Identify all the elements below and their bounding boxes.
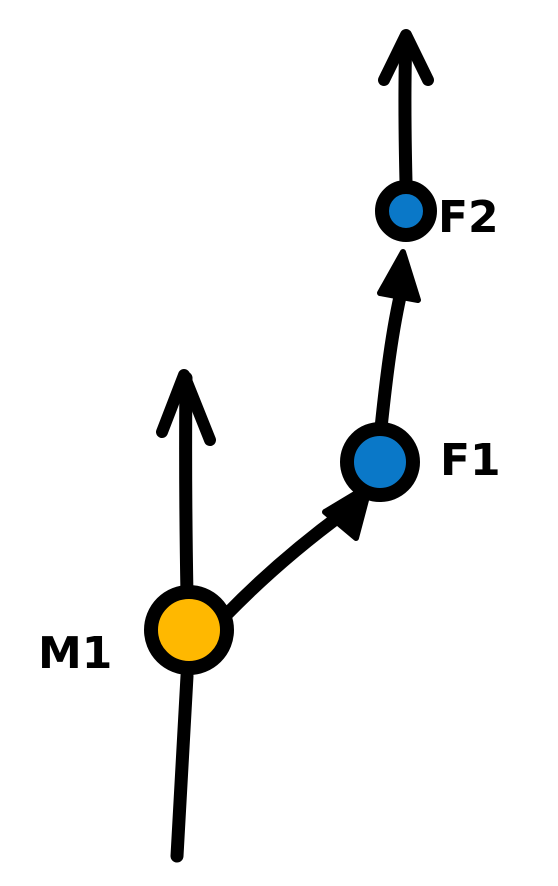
node-f2[interactable]: F2: [375, 180, 499, 243]
node-m1-label: M1: [38, 628, 112, 679]
node-f2-label: F2: [438, 192, 499, 243]
node-f1-label: F1: [440, 435, 501, 486]
node-f1[interactable]: F1: [340, 422, 501, 502]
trunk-line-upper: [179, 371, 194, 603]
edge-m1-f1-arrowhead-icon: [322, 482, 373, 541]
node-m1-circle: [144, 585, 234, 675]
trunk-line-lower: [170, 669, 194, 863]
edge-f2-up: [398, 31, 413, 189]
edge-f1-f2: [374, 281, 409, 435]
trunk-arrowhead-icon: [156, 369, 216, 446]
f2-up-arrowhead-icon: [378, 29, 434, 86]
edge-m1-f1: [219, 505, 352, 622]
node-f1-circle: [340, 422, 420, 502]
node-f2-circle: [375, 180, 437, 242]
node-m1[interactable]: M1: [38, 585, 234, 679]
edge-f1-f2-arrowhead-icon: [377, 249, 421, 303]
